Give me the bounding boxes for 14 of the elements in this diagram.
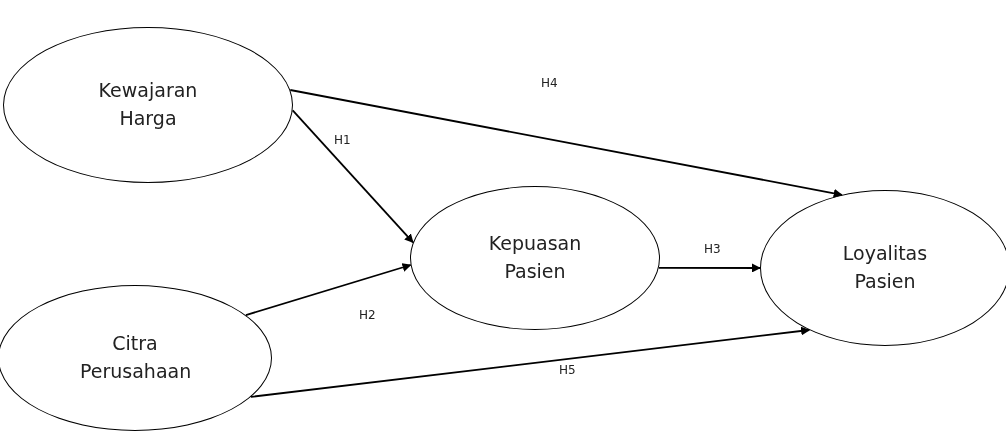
edge-label: H1 — [333, 133, 352, 147]
construct-label: Kepuasan Pasien — [487, 231, 583, 284]
arrow — [291, 109, 414, 244]
edge-label: H3 — [703, 242, 722, 256]
arrow — [657, 263, 761, 273]
construct-label: Citra Perusahaan — [80, 331, 190, 384]
arrow — [250, 326, 811, 398]
arrow — [289, 89, 843, 198]
arrow — [245, 263, 412, 316]
construct-label: Kewajaran Harga — [97, 78, 199, 131]
edge-label: H4 — [540, 76, 559, 90]
edge-label: H5 — [558, 363, 577, 377]
construct-label: Loyalitas Pasien — [841, 241, 929, 294]
edge-label: H2 — [358, 308, 377, 322]
